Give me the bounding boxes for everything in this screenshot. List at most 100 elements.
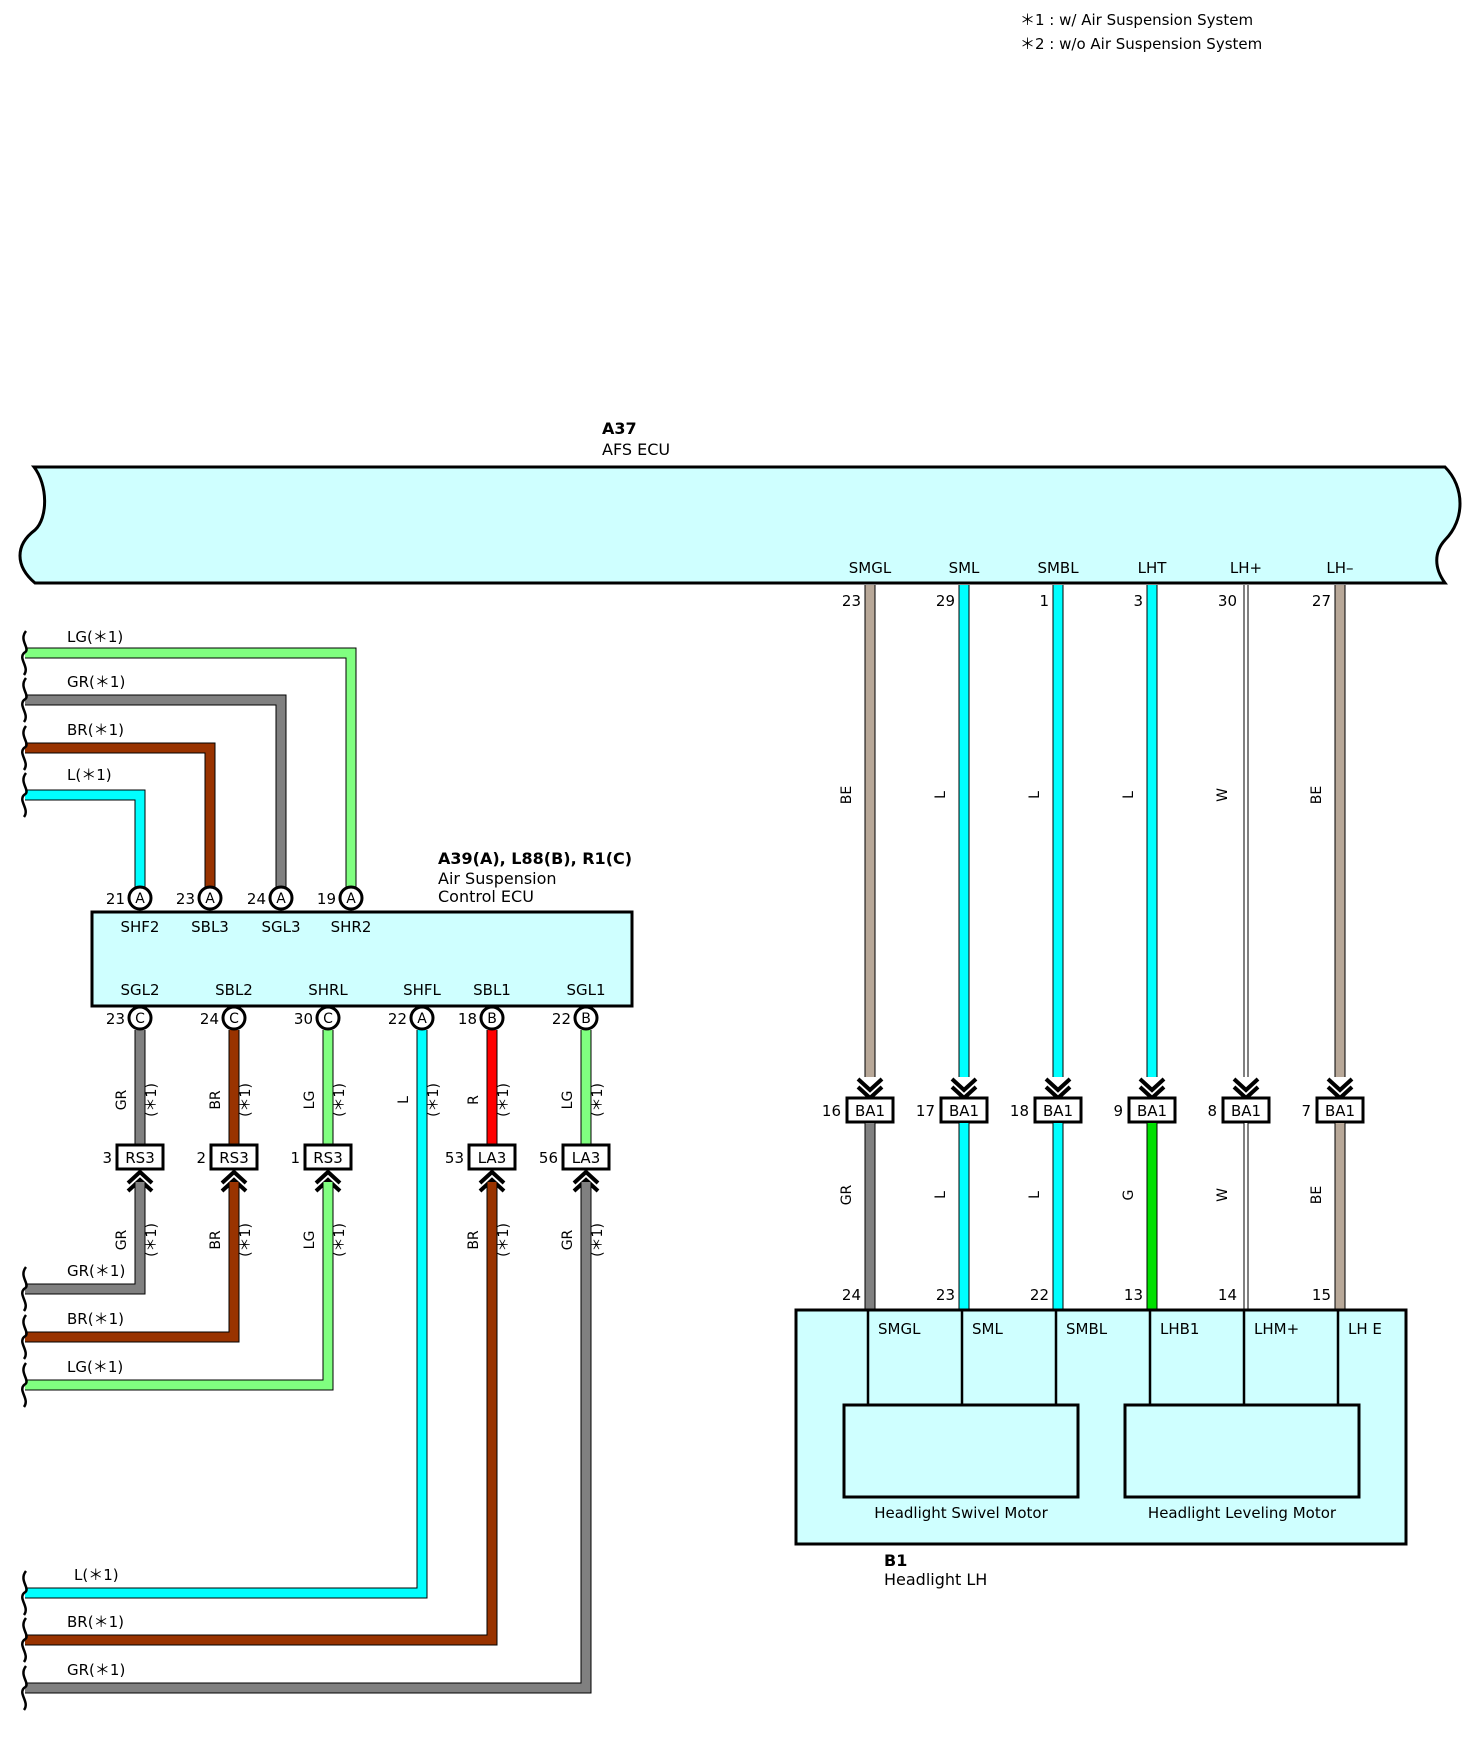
ba-chevrons <box>856 1077 884 1101</box>
rs-pin-number: 2 <box>196 1149 206 1167</box>
air-top-pin-letter: A <box>346 891 356 907</box>
afs-pin-name: LH– <box>1326 559 1353 577</box>
afs-ecu-box <box>18 465 1462 585</box>
la-connector-box <box>467 1143 517 1171</box>
air-lead-wire-core <box>25 1182 239 1342</box>
air-lead-wire-outline <box>25 1182 240 1343</box>
ba-pin-number: 18 <box>1010 1102 1029 1120</box>
ba-connector: BA1 <box>1315 1096 1365 1124</box>
ba-connector-label: BA1 <box>1231 1102 1261 1120</box>
afs-ecu-name: AFS ECU <box>602 440 670 459</box>
la-chevrons-stroke <box>572 1177 600 1193</box>
air-bottom-pin-letter: B <box>487 1011 497 1027</box>
air-bottom-pin-name: SHRL <box>308 981 348 999</box>
ba-connector-label: BA1 <box>949 1102 979 1120</box>
air-shfl-wire <box>25 1030 428 1599</box>
la-connector: LA3 <box>467 1143 517 1171</box>
air-top-pin-number: 23 <box>176 890 195 908</box>
ba-connector-label: BA1 <box>1325 1102 1355 1120</box>
air-bottom-pin-name: SBL2 <box>215 981 253 999</box>
ba-connector-box <box>939 1096 989 1124</box>
afs-wire-bottom-label: L <box>933 1191 949 1199</box>
rs-pin-number: 1 <box>290 1149 300 1167</box>
afs-wire-bottom-label: GR <box>839 1184 855 1205</box>
rs-chevrons <box>314 1169 342 1193</box>
la-chevrons <box>572 1169 600 1193</box>
lead-break <box>21 1314 28 1360</box>
headlight-name: Headlight LH <box>884 1570 987 1589</box>
air-lead-wire-note: (＊1) <box>332 1223 348 1257</box>
air-top-wire-core <box>25 790 145 888</box>
air-top-wire-core <box>25 695 286 888</box>
air-bottom-pin-letter: C <box>323 1011 333 1027</box>
afs-pin-number: 3 <box>1133 592 1143 610</box>
lead-label: BR(＊1) <box>67 721 124 739</box>
air-lead-wire-label: BR <box>466 1230 482 1250</box>
swivel-motor-label: Headlight Swivel Motor <box>874 1504 1048 1522</box>
afs-wire-top-label: BE <box>839 786 855 804</box>
air-bottom-pin: B <box>573 1005 599 1031</box>
air-bottom-pin-circle <box>221 1005 247 1031</box>
lead-label: LG(＊1) <box>67 1358 123 1376</box>
air-top-wire <box>25 789 146 888</box>
air-bottom-pin-number: 22 <box>388 1010 407 1028</box>
air-lead-wire <box>25 1182 146 1295</box>
air-top-pin-letter: A <box>276 891 286 907</box>
air-bottom-wire-label: R <box>466 1095 482 1105</box>
la-connector-label: LA3 <box>572 1149 601 1167</box>
air-lead-wire-note: (＊1) <box>496 1223 512 1257</box>
air-top-pin-letter: A <box>205 891 215 907</box>
air-ecu-pins: A21SHF2A23SBL3A24SGL3A19SHR2SGL223SBL224… <box>106 885 606 1031</box>
afs-pin-name: SMBL <box>1037 559 1079 577</box>
rs-pin-number: 3 <box>102 1149 112 1167</box>
ba-connector: BA1 <box>845 1096 895 1124</box>
leveling-motor-box <box>1123 1403 1361 1499</box>
air-top-pin-number: 24 <box>247 890 266 908</box>
hl-pin-number: 13 <box>1124 1286 1143 1304</box>
ba-chevrons <box>1326 1077 1354 1101</box>
air-bottom-pin-name: SBL1 <box>473 981 511 999</box>
hl-terminal-name: LHM+ <box>1254 1320 1299 1338</box>
ba-chevrons-stroke <box>1044 1077 1072 1093</box>
air-bottom-pin: C <box>127 1005 153 1031</box>
rs-connector: RS3 <box>303 1143 353 1171</box>
air-bottom-pin-letter: C <box>229 1011 239 1027</box>
note-1: ＊1 : w/ Air Suspension System <box>1020 11 1253 29</box>
afs-wire-top-label: W <box>1215 788 1231 802</box>
lead-break <box>21 1266 28 1312</box>
ba-connector-box <box>1127 1096 1177 1124</box>
air-top-pin-number: 19 <box>317 890 336 908</box>
la-connector-box <box>561 1143 611 1171</box>
air-bottom-wire-label: BR <box>208 1090 224 1110</box>
air-bottom-pin: C <box>221 1005 247 1031</box>
ba-chevrons <box>950 1077 978 1101</box>
air-bottom-wire-note: (＊1) <box>144 1083 160 1117</box>
ba-chevrons-stroke <box>950 1077 978 1093</box>
air-lead-wire <box>25 1182 334 1391</box>
air-bottom-pin-letter: A <box>417 1011 427 1027</box>
ba-pin-number: 8 <box>1207 1102 1217 1120</box>
afs-pin-name: LH+ <box>1230 559 1262 577</box>
air-bottom-pin-name: SGL2 <box>120 981 159 999</box>
rs-chevrons-stroke <box>314 1169 342 1185</box>
air-bottom-pin-number: 23 <box>106 1010 125 1028</box>
afs-pin-name: SMGL <box>849 559 892 577</box>
air-lead-wire-note: (＊1) <box>238 1223 254 1257</box>
afs-wire-top-label: BE <box>1309 786 1325 804</box>
afs-wire-top-label: L <box>933 791 949 799</box>
air-lead-wire-label: LG <box>302 1231 318 1250</box>
air-lead-wire-label: GR <box>560 1229 576 1250</box>
air-bottom-pin-letter: B <box>581 1011 591 1027</box>
air-lead-wire <box>25 1182 498 1646</box>
air-top-pin-name: SGL3 <box>261 918 300 936</box>
afs-pin-number: 1 <box>1039 592 1049 610</box>
hl-pin-number: 15 <box>1312 1286 1331 1304</box>
air-bottom-wire-label: GR <box>114 1089 130 1110</box>
ba-chevrons-stroke <box>1232 1077 1260 1093</box>
leveling-motor-label: Headlight Leveling Motor <box>1148 1504 1337 1522</box>
afs-pin-number: 23 <box>842 592 861 610</box>
air-ecu-name-1: Air Suspension <box>438 869 557 888</box>
ba-pin-number: 17 <box>916 1102 935 1120</box>
